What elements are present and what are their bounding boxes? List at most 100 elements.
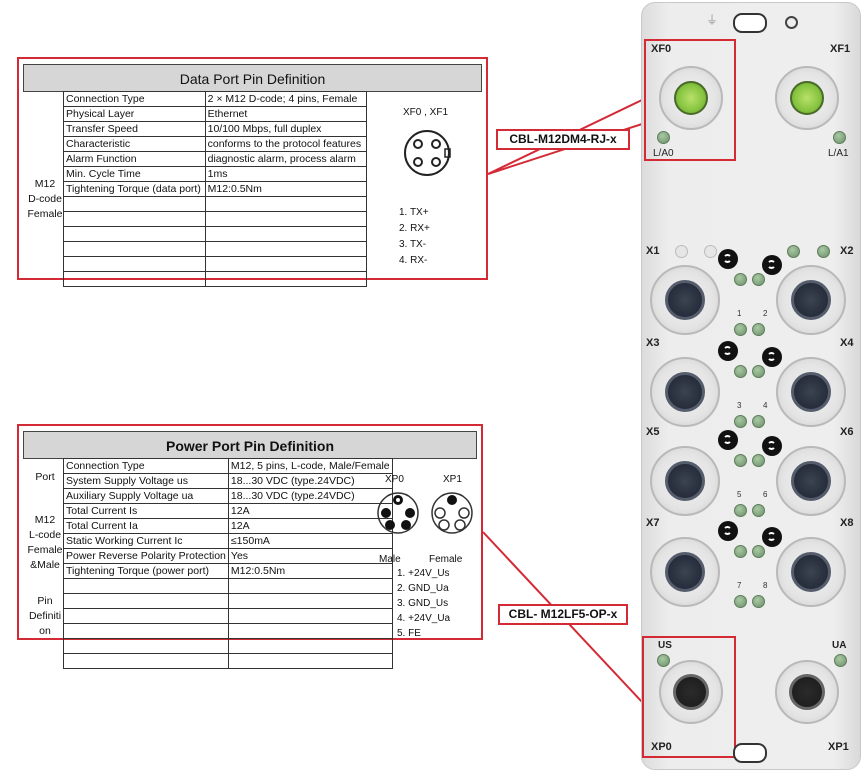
- data-port-value-cell: [204, 271, 368, 287]
- x8-label: X8: [840, 517, 854, 529]
- xf0-highlight: [644, 39, 736, 161]
- power-pin-list: 1. +24V_Us 2. GND_Ua 3. GND_Us 4. +24V_U…: [397, 568, 451, 639]
- power-port-row: Static Working Current Ic≤150mA: [63, 533, 393, 549]
- x7-led-a: [734, 545, 747, 558]
- xp0-label: XP0: [385, 474, 404, 485]
- n4-number: 4: [763, 401, 768, 410]
- data-port-value-cell: 2 × M12 D-code; 4 pins, Female: [204, 91, 368, 107]
- data-cable-label: CBL-M12DM4-RJ-x: [496, 129, 630, 150]
- n7-number: 7: [737, 581, 742, 590]
- data-port-value-cell: conforms to the protocol features: [204, 136, 368, 152]
- power-port-param-cell: Static Working Current Ic: [63, 533, 229, 549]
- x6-led-a: [752, 454, 765, 467]
- x8-arrow-icon: [762, 527, 782, 547]
- xp0-socket: [673, 674, 709, 710]
- power-port-value-cell: 18...30 VDC (type.24VDC): [227, 473, 393, 489]
- ua-led: [834, 654, 847, 667]
- power-cable-label: CBL- M12LF5-OP-x: [498, 604, 628, 625]
- n1-number: 1: [737, 309, 742, 318]
- data-connector-pinout-icon: [404, 130, 451, 176]
- power-port-param-cell: System Supply Voltage us: [63, 473, 229, 489]
- status-led-3: [787, 245, 800, 258]
- x2-arrow-icon: [762, 255, 782, 275]
- data-port-side-label: M12 D-code Female: [27, 178, 63, 220]
- la0-label: L/A0: [653, 148, 674, 159]
- x1-socket: [665, 280, 705, 320]
- x3-led-b: [734, 415, 747, 428]
- power-port-param-cell: Total Current Ia: [63, 518, 229, 534]
- power-port-panel: Power Port Pin Definition Port M12 L-cod…: [17, 424, 483, 669]
- status-led-2: [704, 245, 717, 258]
- data-port-value-cell: 1ms: [204, 166, 368, 182]
- x5-connector[interactable]: [650, 446, 720, 516]
- power-port-side-label-port: Port: [35, 471, 55, 483]
- x1-led-a: [734, 273, 747, 286]
- x1-arrow-icon: [718, 249, 738, 269]
- xf0-label: XF0: [651, 43, 672, 55]
- x5-arrow-icon: [718, 430, 738, 450]
- x4-led-b: [752, 415, 765, 428]
- xp0-highlight: [642, 636, 736, 758]
- data-port-row: [63, 271, 368, 287]
- data-pin-list: 1. TX+ 2. RX+ 3. TX- 4. RX-: [399, 207, 430, 266]
- male-label: Male: [379, 554, 401, 565]
- x6-arrow-icon: [762, 436, 782, 456]
- x4-arrow-icon: [762, 347, 782, 367]
- n6-number: 6: [763, 490, 768, 499]
- x6-socket: [791, 461, 831, 501]
- mounting-hole-top: [733, 13, 767, 33]
- x3-connector[interactable]: [650, 357, 720, 427]
- xp1-label: XP1: [443, 474, 462, 485]
- x1-connector[interactable]: [650, 265, 720, 335]
- n8-number: 8: [763, 581, 768, 590]
- x5-led-b: [734, 504, 747, 517]
- xp1-socket: [789, 674, 825, 710]
- xf0-socket: [674, 81, 708, 115]
- x3-led-a: [734, 365, 747, 378]
- x1-label: X1: [646, 245, 660, 257]
- la1-led: [833, 131, 846, 144]
- la0-led: [657, 131, 670, 144]
- female-label: Female: [429, 554, 463, 565]
- mounting-hole-bottom: [733, 743, 767, 763]
- n3-number: 3: [737, 401, 742, 410]
- ground-icon: ⏚: [706, 13, 719, 27]
- data-port-panel: Data Port Pin Definition M12 D-code Fema…: [17, 57, 488, 287]
- x7-socket: [665, 552, 705, 592]
- us-label: US: [658, 640, 672, 651]
- x7-arrow-icon: [718, 521, 738, 541]
- x7-label: X7: [646, 517, 660, 529]
- screw-icon: [785, 16, 798, 29]
- x2-socket: [791, 280, 831, 320]
- x1-led-b: [734, 323, 747, 336]
- power-port-value-cell: [227, 653, 393, 669]
- data-port-row: [63, 196, 368, 212]
- n5-number: 5: [737, 490, 742, 499]
- x3-label: X3: [646, 337, 660, 349]
- data-port-param-cell: Min. Cycle Time: [63, 166, 206, 182]
- x6-label: X6: [840, 426, 854, 438]
- x3-arrow-icon: [718, 341, 738, 361]
- power-port-param-cell: [63, 653, 229, 669]
- data-port-value-cell: diagnostic alarm, process alarm: [204, 151, 368, 167]
- n2-number: 2: [763, 309, 768, 318]
- x4-label: X4: [840, 337, 854, 349]
- xf1-socket: [790, 81, 824, 115]
- data-connector-label: XF0 , XF1: [403, 107, 449, 118]
- power-port-row: [63, 653, 393, 669]
- power-port-value-cell: M12:0.5Nm: [227, 563, 393, 579]
- ua-label: UA: [832, 640, 847, 651]
- x2-label: X2: [840, 245, 854, 257]
- female-connector-pinout-icon: [431, 492, 473, 534]
- xp1-connector[interactable]: [775, 660, 839, 724]
- x5-led-a: [734, 454, 747, 467]
- power-port-row: [63, 593, 393, 609]
